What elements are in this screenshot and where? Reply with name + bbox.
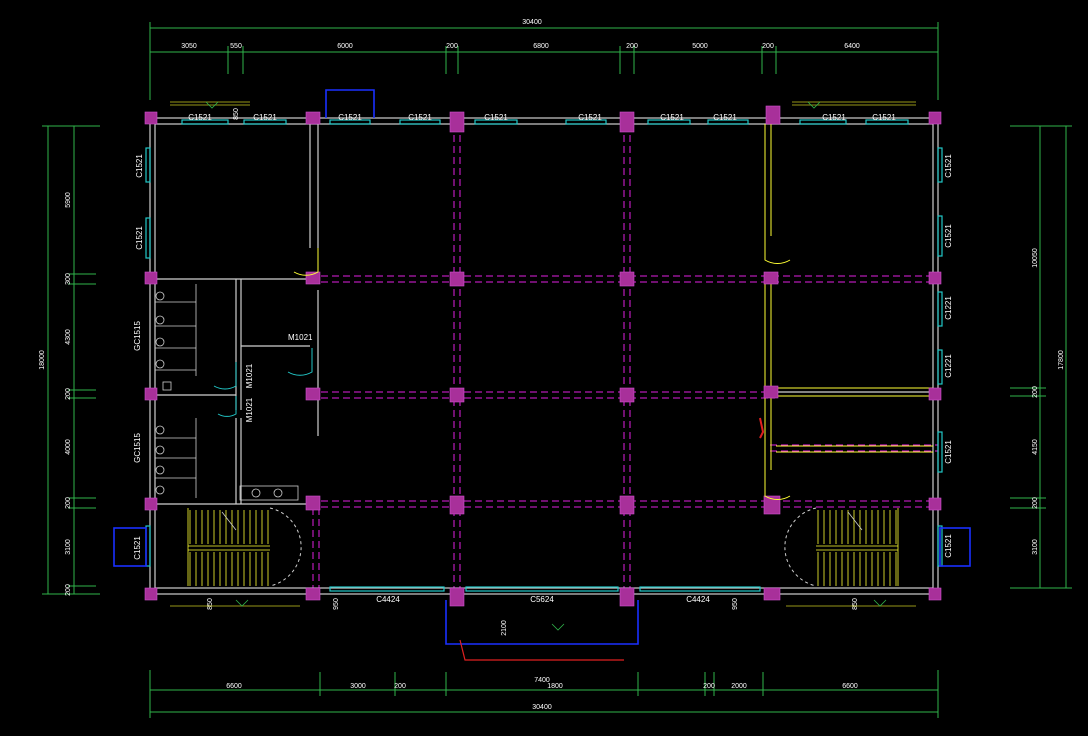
window-label: C1521	[578, 113, 602, 122]
bottom-dim-7: 2000	[731, 683, 747, 690]
top-dim-5: 6800	[533, 43, 549, 50]
right-dim-2: 200	[1032, 386, 1039, 398]
window-label: C1521	[713, 113, 737, 122]
left-dim-8: 200	[65, 584, 72, 596]
left-dim-2: 300	[65, 273, 72, 285]
exterior-grade-marks	[170, 101, 916, 631]
small-dim: 950	[333, 598, 340, 610]
window-label: C1221	[944, 296, 953, 320]
window-label: C1521	[338, 113, 362, 122]
top-dimension-chain: 30400 3050 550 6000 200 6800 200 5000 20…	[149, 19, 939, 100]
window-label: C1521	[188, 113, 212, 122]
window-label: C5624	[530, 595, 554, 604]
door-label: M1021	[288, 333, 313, 342]
right-dim-3: 4150	[1032, 439, 1039, 455]
window-label: C1521	[135, 154, 144, 178]
beam-axis-lines	[310, 124, 938, 596]
right-total-dim: 17800	[1058, 350, 1065, 370]
window-label: GC1515	[133, 433, 142, 463]
top-window-labels: C1521 C1521 C1521 C1521 C1521 C1521 C152…	[188, 113, 896, 122]
right-dim-4: 200	[1032, 497, 1039, 509]
window-label: C1221	[944, 354, 953, 378]
window-label: C1521	[253, 113, 277, 122]
top-dim-6: 200	[626, 43, 638, 50]
left-dim-7: 3100	[65, 539, 72, 555]
door-label: M1021	[245, 363, 254, 388]
door-label: M1021	[245, 397, 254, 422]
structural-columns	[144, 105, 942, 607]
top-total-dim: 30400	[522, 19, 542, 26]
right-partition-walls	[764, 124, 933, 470]
bottom-dim-8: 6600	[842, 683, 858, 690]
right-dim-5: 3100	[1032, 539, 1039, 555]
bottom-extra-dim: 2100	[501, 620, 508, 636]
top-dim-4: 200	[446, 43, 458, 50]
stair-right	[784, 507, 899, 587]
right-dim-1: 10050	[1032, 248, 1039, 268]
window-label: C1521	[660, 113, 684, 122]
right-dimension-chain: 10050 200 4150 200 3100 17800	[1010, 125, 1072, 589]
window-label: C1521	[944, 440, 953, 464]
window-label: C4424	[686, 595, 710, 604]
left-dim-6: 200	[65, 497, 72, 509]
small-dim: 850	[207, 598, 214, 610]
left-dim-5: 4000	[65, 439, 72, 455]
bottom-dimension-chain: 6600 3000 200 7400 1800 200 2000 6600 30…	[149, 670, 939, 718]
left-dim-3: 4300	[65, 329, 72, 345]
top-dim-2: 550	[230, 43, 242, 50]
bottom-windows: C4424 C5624 C4424	[329, 586, 761, 604]
small-dimension-marks: 850 950 850 950 850 2100	[207, 108, 859, 636]
window-label: C1521	[944, 154, 953, 178]
stair-left	[187, 507, 302, 587]
window-label: C1521	[944, 224, 953, 248]
small-dim: 850	[852, 598, 859, 610]
window-label: C1521	[872, 113, 896, 122]
bottom-dim-6: 200	[703, 683, 715, 690]
doors: M1021 M1021 M1021	[213, 236, 791, 500]
top-dim-1: 3050	[181, 43, 197, 50]
bottom-total-dim: 30400	[532, 704, 552, 711]
top-dim-8: 200	[762, 43, 774, 50]
toilet-stalls	[155, 284, 299, 501]
window-label: C1521	[944, 534, 953, 558]
bottom-dim-5: 1800	[547, 683, 563, 690]
left-dim-4: 200	[65, 388, 72, 400]
small-dim: 850	[233, 108, 240, 120]
top-dim-7: 5000	[692, 43, 708, 50]
bottom-dim-2: 3000	[350, 683, 366, 690]
bottom-dim-1: 6600	[226, 683, 242, 690]
top-dim-3: 6000	[337, 43, 353, 50]
canopy-outlines	[113, 89, 971, 661]
window-label: C1521	[484, 113, 508, 122]
bottom-dim-4: 7400	[534, 677, 550, 684]
window-label: C1521	[135, 226, 144, 250]
top-windows	[181, 119, 909, 125]
window-label: C1521	[133, 536, 142, 560]
left-total-dim: 18000	[39, 350, 46, 370]
window-label: C4424	[376, 595, 400, 604]
top-dim-9: 6400	[844, 43, 860, 50]
bottom-dim-3: 200	[394, 683, 406, 690]
left-windows: C1521 C1521 GC1515 GC1515 C1521	[133, 147, 151, 567]
small-dim: 950	[732, 598, 739, 610]
window-label: C1521	[822, 113, 846, 122]
left-dimension-chain: 18000 5900 300 4300 200 4000 200 3100 20…	[39, 125, 100, 596]
window-label: GC1515	[133, 321, 142, 351]
window-label: C1521	[408, 113, 432, 122]
right-windows: C1521 C1521 C1221 C1221 C1521 C1521	[937, 147, 953, 567]
left-dim-1: 5900	[65, 192, 72, 208]
